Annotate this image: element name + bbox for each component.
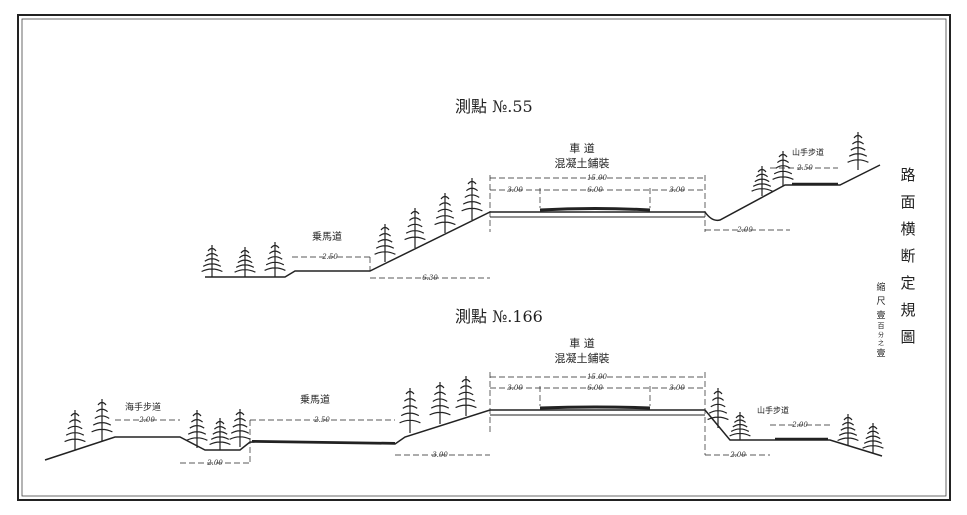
dim-left: 3.00	[507, 384, 523, 392]
tree-icon	[434, 193, 456, 233]
carriageway-label: 車 道	[569, 141, 595, 155]
pavement-label: 混凝土鋪裝	[555, 156, 610, 170]
mountain-sidewalk-label: 山手步道	[792, 147, 824, 157]
title-char: 横	[900, 220, 915, 238]
tree-icon	[461, 178, 483, 220]
tree-icon	[229, 409, 251, 447]
bridle-path-label: 乗馬道	[312, 230, 342, 243]
section-166	[44, 372, 883, 464]
scale-char: 壹	[876, 309, 885, 321]
scale-char: 縮	[876, 281, 885, 293]
tree-icon	[847, 132, 869, 170]
tree-icon	[455, 376, 477, 416]
dim-bridle: 2.50	[313, 416, 330, 424]
dim-center: 6.00	[587, 186, 603, 194]
dim-sidewalk: 2.00	[791, 421, 808, 429]
scale-char: 壹	[876, 347, 885, 359]
station-label-55: 測點 №.55	[455, 97, 533, 116]
tree-icon	[64, 410, 86, 450]
drawing-title: 路 面 横 断 定 規 圖	[900, 166, 915, 346]
tree-icon	[201, 245, 223, 277]
scale-char: 尺	[876, 296, 885, 307]
tree-icon	[707, 388, 729, 428]
title-char: 定	[900, 274, 915, 292]
tree-icon	[91, 399, 113, 441]
tree-icon	[837, 414, 859, 446]
tree-icon	[186, 410, 208, 448]
dim-sea-walk: 2.00	[138, 416, 155, 424]
title-char: 路	[900, 166, 915, 184]
title-char: 面	[900, 193, 915, 211]
pavement-label: 混凝土鋪裝	[555, 351, 610, 365]
tree-icon	[209, 418, 231, 450]
ground-profile	[205, 164, 881, 278]
dimension-lines	[115, 372, 830, 464]
dim-right: 3.00	[669, 186, 685, 194]
dim-ditch: 2.00	[736, 226, 753, 234]
dim-sea-base: 2.00	[206, 459, 223, 467]
tree-icon	[772, 151, 794, 186]
tree-icon	[404, 208, 426, 248]
dim-bridle: 2.50	[321, 253, 338, 261]
dim-right: 3.00	[669, 384, 685, 392]
scale-char: 百	[878, 322, 885, 330]
scale-note: 縮 尺 壹 百 分 之 壹	[876, 281, 885, 359]
road-pavement	[539, 207, 651, 212]
dim-bridle-base: 6.30	[422, 274, 438, 282]
dim-left: 3.00	[507, 186, 523, 194]
sea-sidewalk-label: 海手步道	[125, 401, 161, 413]
title-char: 圖	[900, 328, 915, 346]
bridle-pavement	[251, 440, 396, 444]
title-char: 断	[900, 247, 915, 265]
title-char: 規	[900, 301, 915, 319]
dimension-lines	[292, 167, 838, 279]
tree-icon	[374, 224, 396, 262]
section-55	[205, 164, 881, 279]
tree-icon	[751, 166, 773, 196]
tree-icon	[234, 247, 256, 277]
dim-center: 6.00	[587, 384, 603, 392]
inner-border	[21, 18, 947, 497]
dim-right-base: 2.00	[729, 451, 746, 459]
tree-icon	[429, 382, 451, 424]
tree-icon	[264, 242, 286, 277]
tree-icon	[729, 412, 751, 440]
ground-profile	[44, 409, 883, 461]
tree-icon	[399, 388, 421, 433]
dim-slope-base: 3.00	[432, 451, 448, 459]
dim-total: 15.00	[587, 174, 608, 182]
outer-border	[17, 14, 951, 501]
scale-char: 之	[878, 339, 884, 347]
dim-sidewalk: 2.50	[796, 164, 813, 172]
dim-total: 15.00	[587, 373, 608, 381]
station-label-166: 測點 №.166	[455, 307, 543, 326]
road-pavement	[539, 405, 651, 410]
tree-icon	[862, 423, 884, 453]
bridle-path-label: 乗馬道	[300, 393, 330, 406]
trees	[64, 132, 884, 453]
scale-char: 分	[878, 331, 884, 339]
mountain-sidewalk-label: 山手步道	[757, 405, 789, 415]
carriageway-label: 車 道	[569, 336, 595, 350]
